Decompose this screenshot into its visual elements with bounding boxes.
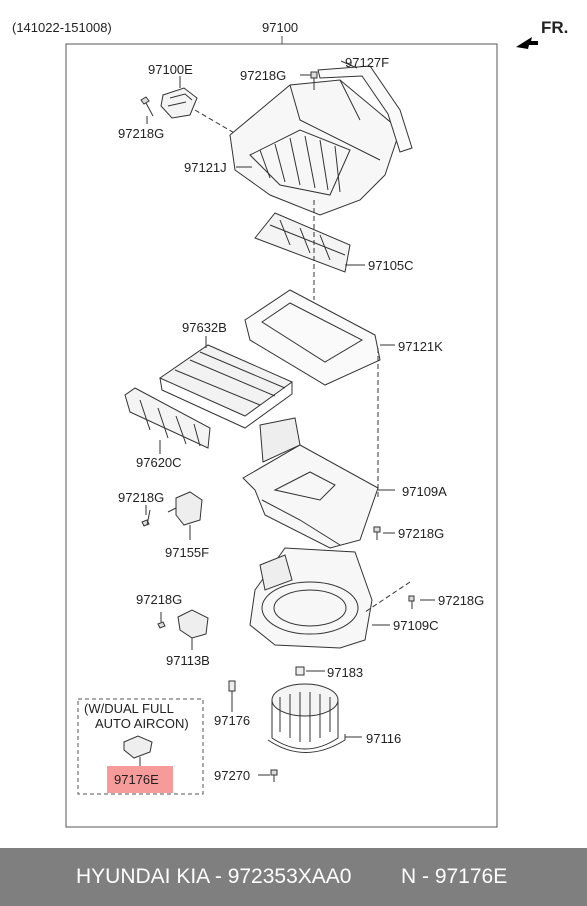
part-label-97127f[interactable]: 97127F: [345, 55, 390, 70]
note-line-2: AUTO AIRCON): [95, 716, 189, 731]
note-line-1: (W/DUAL FULL: [84, 701, 174, 716]
part-label-97218g-lower-left[interactable]: 97218G: [136, 592, 183, 607]
part-label-97218g-upper-left[interactable]: 97218G: [118, 126, 165, 141]
footer-brand-number: HYUNDAI KIA - 972353XAA0: [76, 865, 352, 888]
resistor-97100e-part: [160, 87, 198, 119]
highlight-box: [107, 766, 173, 793]
part-label-97176e[interactable]: 97176E: [114, 772, 159, 787]
footer-part-number: N - 97176E: [401, 865, 508, 888]
screw-97218g-top-part: [310, 71, 318, 90]
part-label-97632b[interactable]: 97632B: [182, 320, 227, 335]
flap-97105c-part: [254, 212, 351, 273]
filter-frame-97121k-part: [244, 289, 381, 386]
part-label-97218g-mid-left[interactable]: 97218G: [118, 490, 165, 505]
part-label-97113b[interactable]: 97113B: [166, 653, 210, 668]
gasket-97127f-part: [317, 65, 413, 153]
part-label-97155f[interactable]: 97155F: [165, 545, 210, 560]
part-label-97121k[interactable]: 97121K: [398, 339, 443, 354]
clip-97183-part: [295, 666, 305, 676]
screw-97218g-far-right-part: [408, 595, 415, 609]
assembly-number-label: 97100: [262, 20, 299, 35]
screw-97218g-lower-left-part: [157, 612, 166, 629]
part-label-97121j[interactable]: 97121J: [184, 160, 227, 175]
cover-97620c-part: [124, 387, 211, 449]
screw-97270-part: [270, 769, 278, 782]
part-label-97176[interactable]: 97176: [214, 713, 251, 728]
screw-97218g-right-part: [373, 526, 381, 540]
part-label-97183[interactable]: 97183: [327, 665, 364, 680]
actuator-97113b-part: [177, 609, 209, 639]
part-label-97116[interactable]: 97116: [366, 731, 402, 746]
screw-97218g-left-part: [141, 509, 151, 527]
part-label-97218g-top[interactable]: 97218G: [240, 68, 287, 83]
exploded-parts-diagram: [65, 36, 498, 828]
screw-97218g-part: [140, 96, 154, 117]
part-label-97105c[interactable]: 97105C: [368, 258, 414, 273]
part-label-97100e[interactable]: 97100E: [148, 62, 193, 77]
front-direction-label: FR.: [541, 18, 569, 37]
part-label-97620c[interactable]: 97620C: [136, 455, 182, 470]
front-arrow-icon: [516, 37, 538, 49]
date-range-label: (141022-151008): [12, 20, 112, 35]
part-label-97218g-mid-right[interactable]: 97218G: [398, 526, 445, 541]
part-label-97270[interactable]: 97270: [214, 768, 251, 783]
upper-case-97121j-part: [229, 79, 401, 216]
case-97109a-part: [242, 417, 379, 549]
part-label-97109a[interactable]: 97109A: [402, 484, 447, 499]
blower-motor-97116-part: [267, 683, 346, 753]
part-label-97109c[interactable]: 97109C: [393, 618, 439, 633]
sensor-97176-part: [228, 680, 236, 692]
footer-bar: HYUNDAI KIA - 972353XAA0 N - 97176E: [0, 848, 587, 906]
resistor-97176e-part: [123, 735, 153, 759]
blower-housing-97109c-part: [249, 547, 373, 649]
actuator-97155f-part: [167, 491, 203, 526]
part-label-97218g-lower-right[interactable]: 97218G: [438, 593, 485, 608]
cabin-filter-97632b-part: [158, 344, 293, 429]
